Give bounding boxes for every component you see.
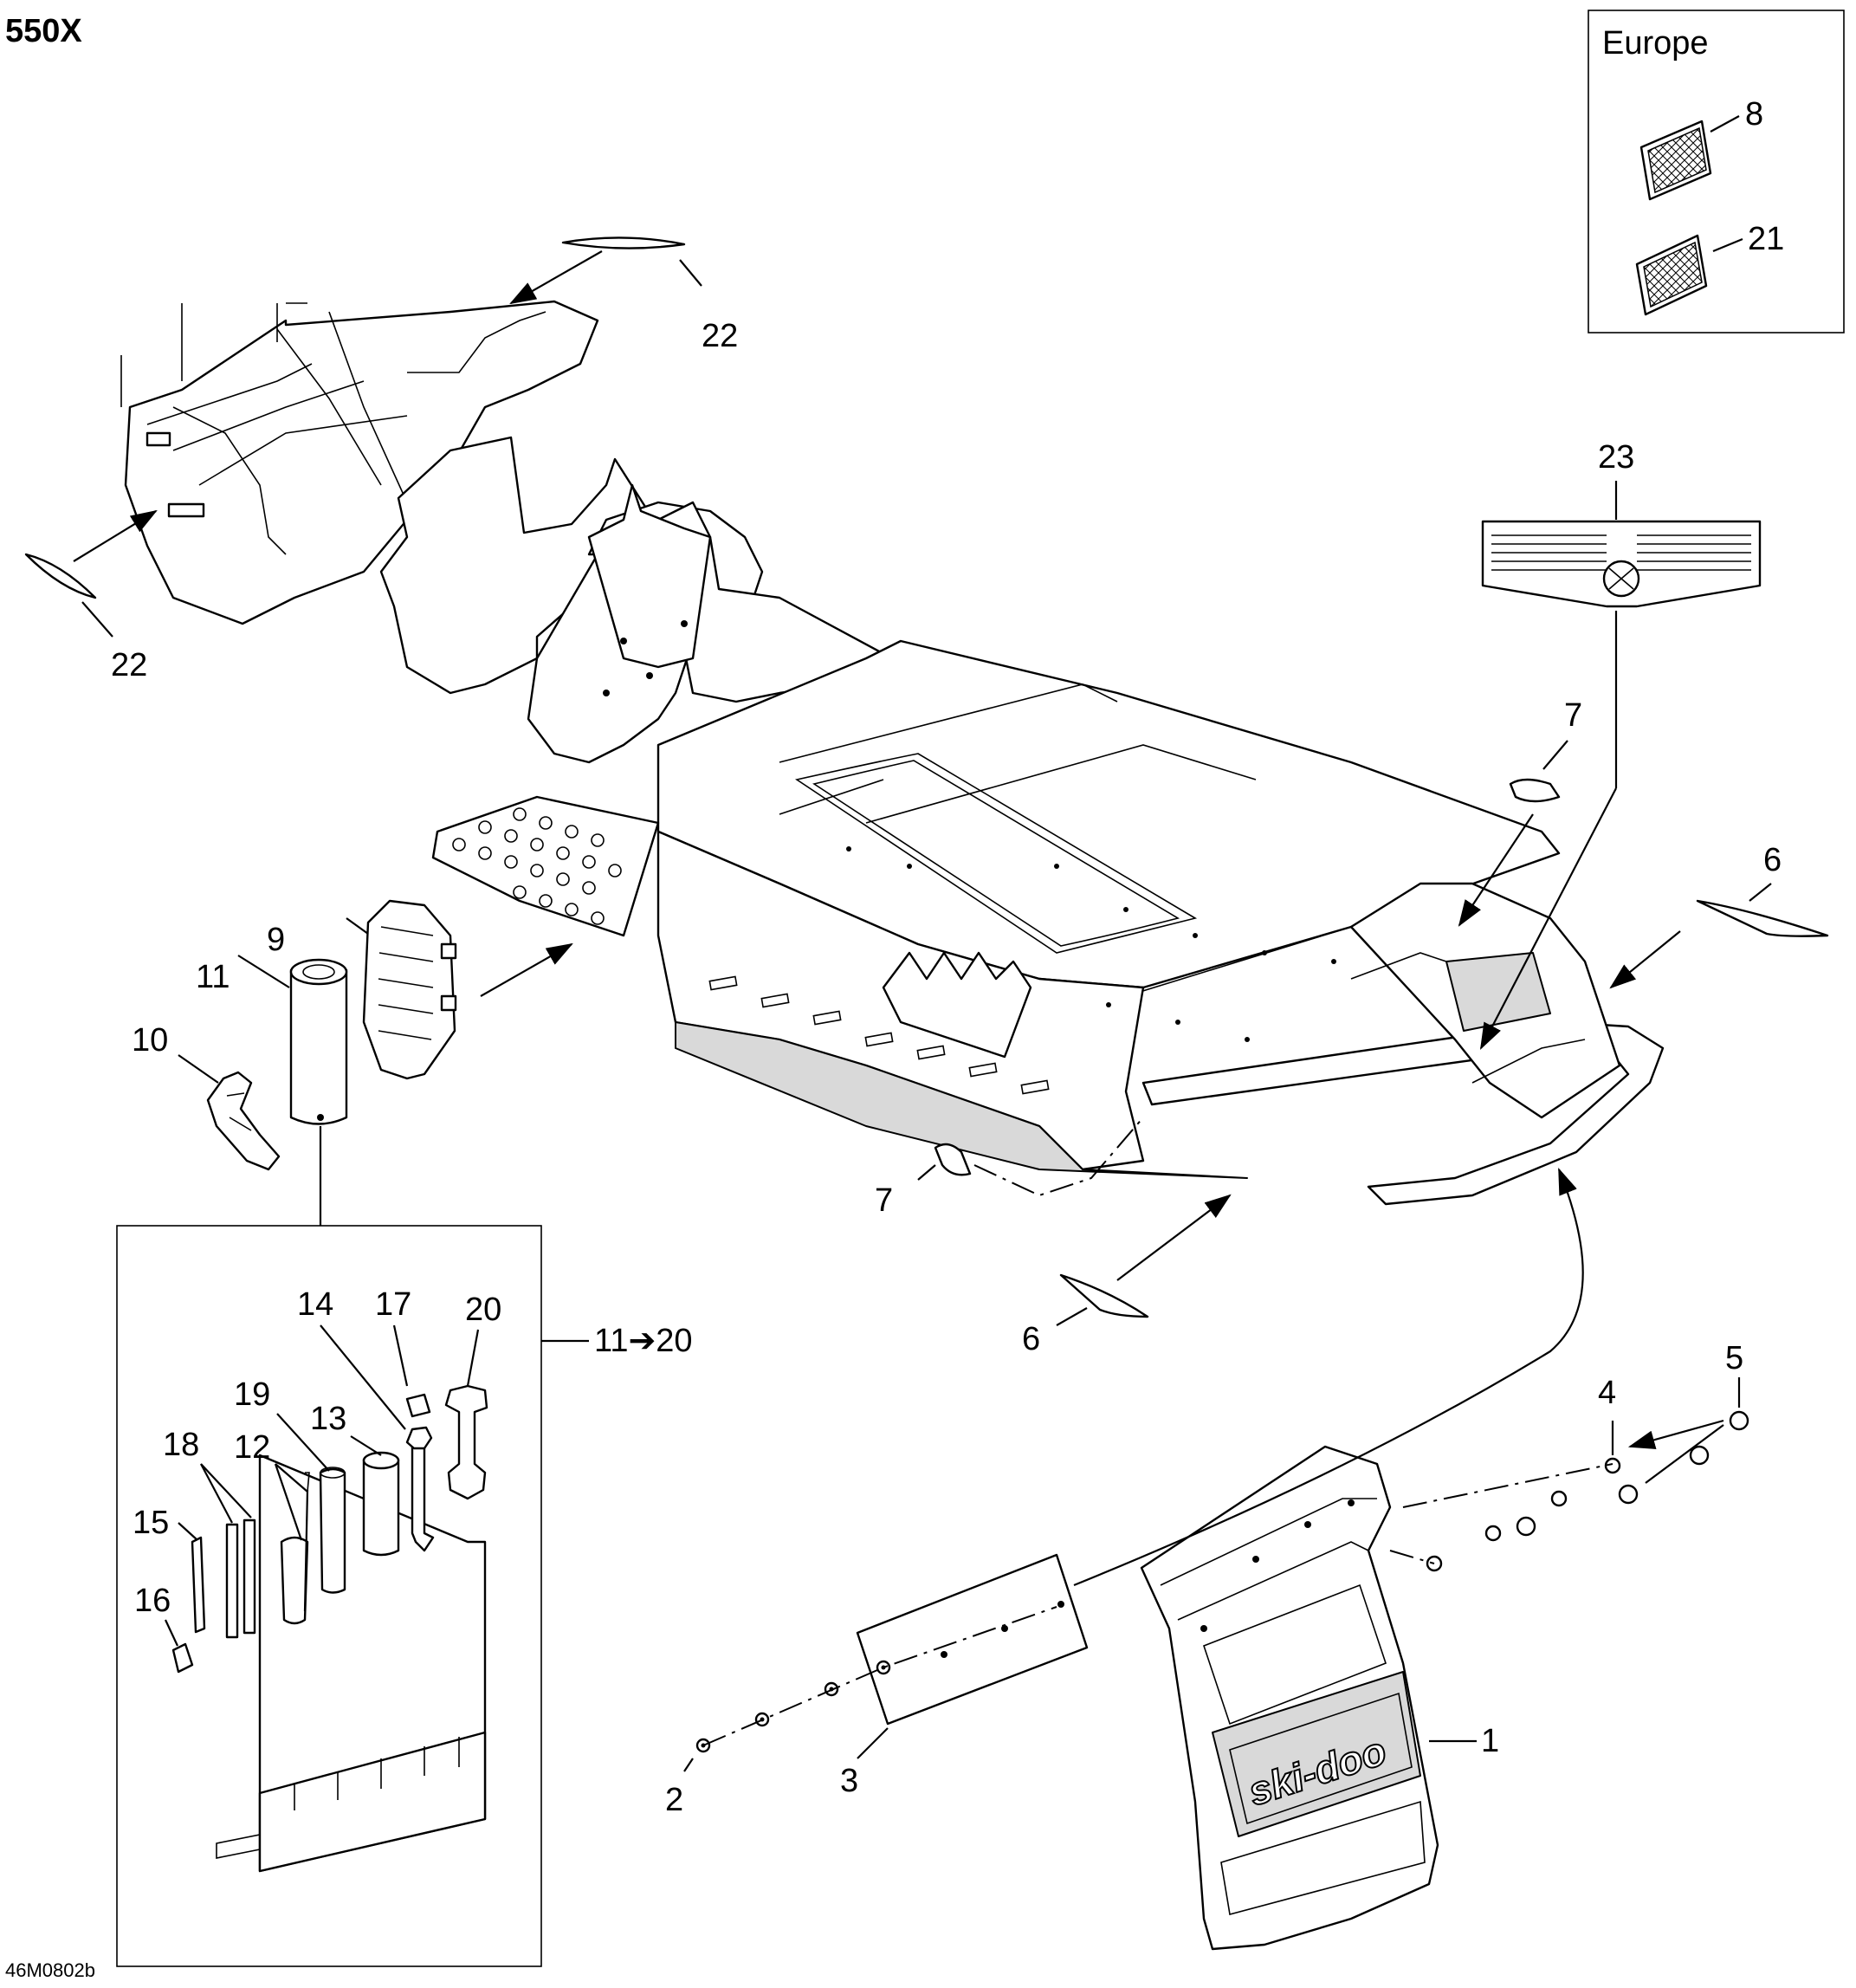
tool-kit-box: 11➔20: [116, 1225, 693, 1967]
decal-6-right: [1696, 899, 1829, 937]
callout-16: 16: [134, 1583, 171, 1619]
callout-6-right: 6: [1763, 842, 1782, 878]
washers-4: [1426, 1457, 1621, 1572]
chassis-frame: [379, 436, 1665, 1206]
callout-20: 20: [465, 1292, 501, 1328]
kit-range-to: 20: [656, 1323, 692, 1359]
callout-6-bottom: 6: [1022, 1321, 1040, 1357]
callout-5: 5: [1725, 1340, 1743, 1376]
callout-12: 12: [234, 1429, 270, 1466]
figure-code: 46M0802b: [5, 1959, 95, 1981]
tool-kit-frame: [116, 1225, 542, 1967]
callout-9: 9: [267, 922, 285, 958]
callout-19: 19: [234, 1376, 270, 1413]
wrench-20: [444, 1384, 488, 1500]
tool-tube-11: [289, 958, 348, 1125]
front-belly-pan: [120, 300, 599, 625]
callout-15: 15: [133, 1505, 169, 1541]
tool-holder-9: [362, 899, 457, 1080]
decal-22-left: [24, 553, 97, 599]
callout-18: 18: [163, 1427, 199, 1463]
callout-4: 4: [1598, 1375, 1616, 1411]
clip-17: [405, 1393, 431, 1418]
wrench-15: [191, 1536, 206, 1634]
decal-6-bottom: [1059, 1273, 1149, 1318]
strap-10: [206, 1071, 281, 1171]
callout-17: 17: [375, 1286, 411, 1323]
socket-13: [362, 1451, 400, 1557]
snow-flap-1: ski-doo: [1140, 1445, 1439, 1951]
key-16: [171, 1642, 194, 1674]
callout-13: 13: [310, 1401, 346, 1437]
backing-plate-3: [856, 1553, 1089, 1726]
callout-22-left: 22: [111, 647, 147, 683]
callout-1: 1: [1481, 1723, 1499, 1759]
reflector-8: [1639, 120, 1712, 201]
europe-inset-frame: [1588, 10, 1845, 333]
decal-22-top: [561, 236, 686, 249]
callout-22-top: 22: [702, 318, 738, 354]
reflector-21: [1635, 234, 1708, 316]
wrench-14: [405, 1426, 435, 1552]
screwdriver-12: [280, 1472, 310, 1625]
callout-10: 10: [132, 1022, 168, 1059]
kit-range-arrow-icon: ➔: [628, 1323, 656, 1359]
callout-8: 8: [1745, 96, 1763, 133]
spark-plug-tool-18: [225, 1519, 256, 1639]
grommets-5: [1516, 1410, 1749, 1537]
callout-21: 21: [1748, 221, 1784, 257]
warning-decal-23: [1481, 520, 1762, 608]
kit-range-label: 11➔20: [594, 1323, 693, 1359]
europe-inset-label: Europe: [1602, 25, 1709, 62]
callout-14: 14: [297, 1286, 333, 1323]
callout-2: 2: [665, 1782, 683, 1818]
callout-11: 11: [196, 959, 230, 995]
callout-3: 3: [840, 1763, 858, 1799]
callout-23: 23: [1598, 439, 1634, 476]
kit-range-from: 11: [594, 1323, 628, 1359]
europe-inset: Europe 8 21: [1588, 10, 1845, 333]
rivet-7-top: [1509, 778, 1561, 803]
callout-7-bottom: 7: [875, 1182, 893, 1219]
callout-7-top: 7: [1564, 697, 1582, 734]
rivet-7-bottom: [934, 1143, 972, 1176]
extension-19: [319, 1467, 346, 1594]
diagram-title: 550X: [5, 13, 82, 49]
